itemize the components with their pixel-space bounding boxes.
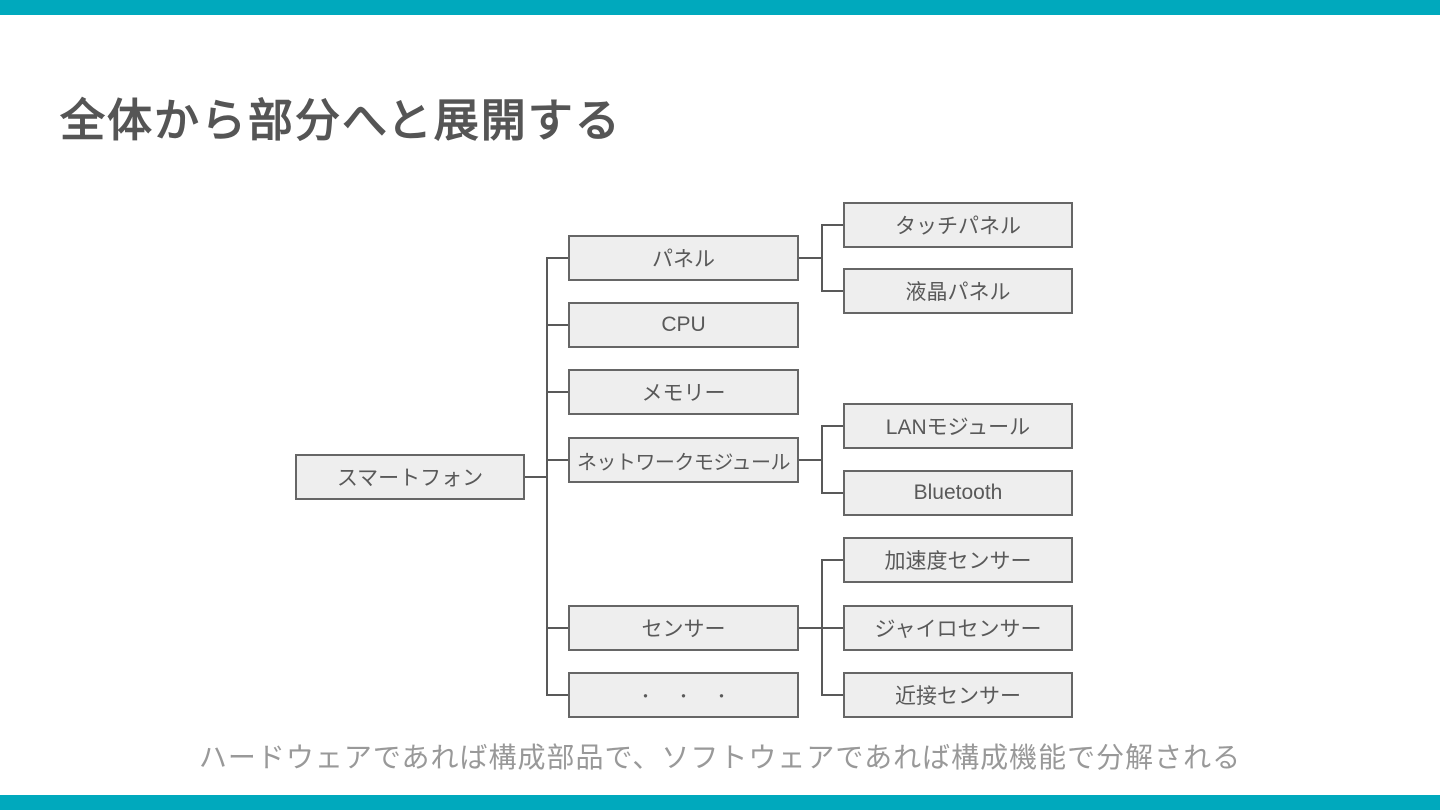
slide-title: 全体から部分へと展開する	[60, 95, 622, 146]
node-lan-module: LANモジュール	[843, 403, 1073, 449]
connector-line	[546, 257, 568, 259]
connector-line	[799, 627, 822, 629]
node-lcd-panel: 液晶パネル	[843, 268, 1073, 314]
connector-line	[546, 694, 568, 696]
connector-line	[546, 459, 568, 461]
node-proximity-sensor: 近接センサー	[843, 672, 1073, 718]
connector-branch	[821, 425, 823, 494]
node-bluetooth: Bluetooth	[843, 470, 1073, 516]
node-smartphone: スマートフォン	[295, 454, 525, 500]
connector-line	[799, 257, 822, 259]
node-memory: メモリー	[568, 369, 799, 415]
slide-caption: ハードウェアであれば構成部品で、ソフトウェアであれば構成機能で分解される	[198, 742, 1242, 773]
top-accent-bar	[0, 0, 1440, 15]
connector-line	[821, 290, 843, 292]
connector-line	[546, 627, 568, 629]
connector-line	[821, 425, 843, 427]
node-ellipsis: ・・・	[568, 672, 799, 718]
connector-trunk	[546, 257, 548, 696]
node-gyro-sensor: ジャイロセンサー	[843, 605, 1073, 651]
connector-line	[821, 559, 843, 561]
connector-branch	[821, 224, 823, 292]
node-sensor: センサー	[568, 605, 799, 651]
connector-line	[821, 694, 843, 696]
connector-line	[799, 459, 822, 461]
bottom-accent-bar	[0, 795, 1440, 810]
connector-line	[546, 391, 568, 393]
node-cpu: CPU	[568, 302, 799, 348]
connector-line	[821, 627, 843, 629]
connector-line	[546, 324, 568, 326]
connector-line	[821, 224, 843, 226]
connector-line	[525, 476, 547, 478]
node-touch-panel: タッチパネル	[843, 202, 1073, 248]
connector-line	[821, 492, 843, 494]
node-accel-sensor: 加速度センサー	[843, 537, 1073, 583]
node-network-module: ネットワークモジュール	[568, 437, 799, 483]
node-panel: パネル	[568, 235, 799, 281]
